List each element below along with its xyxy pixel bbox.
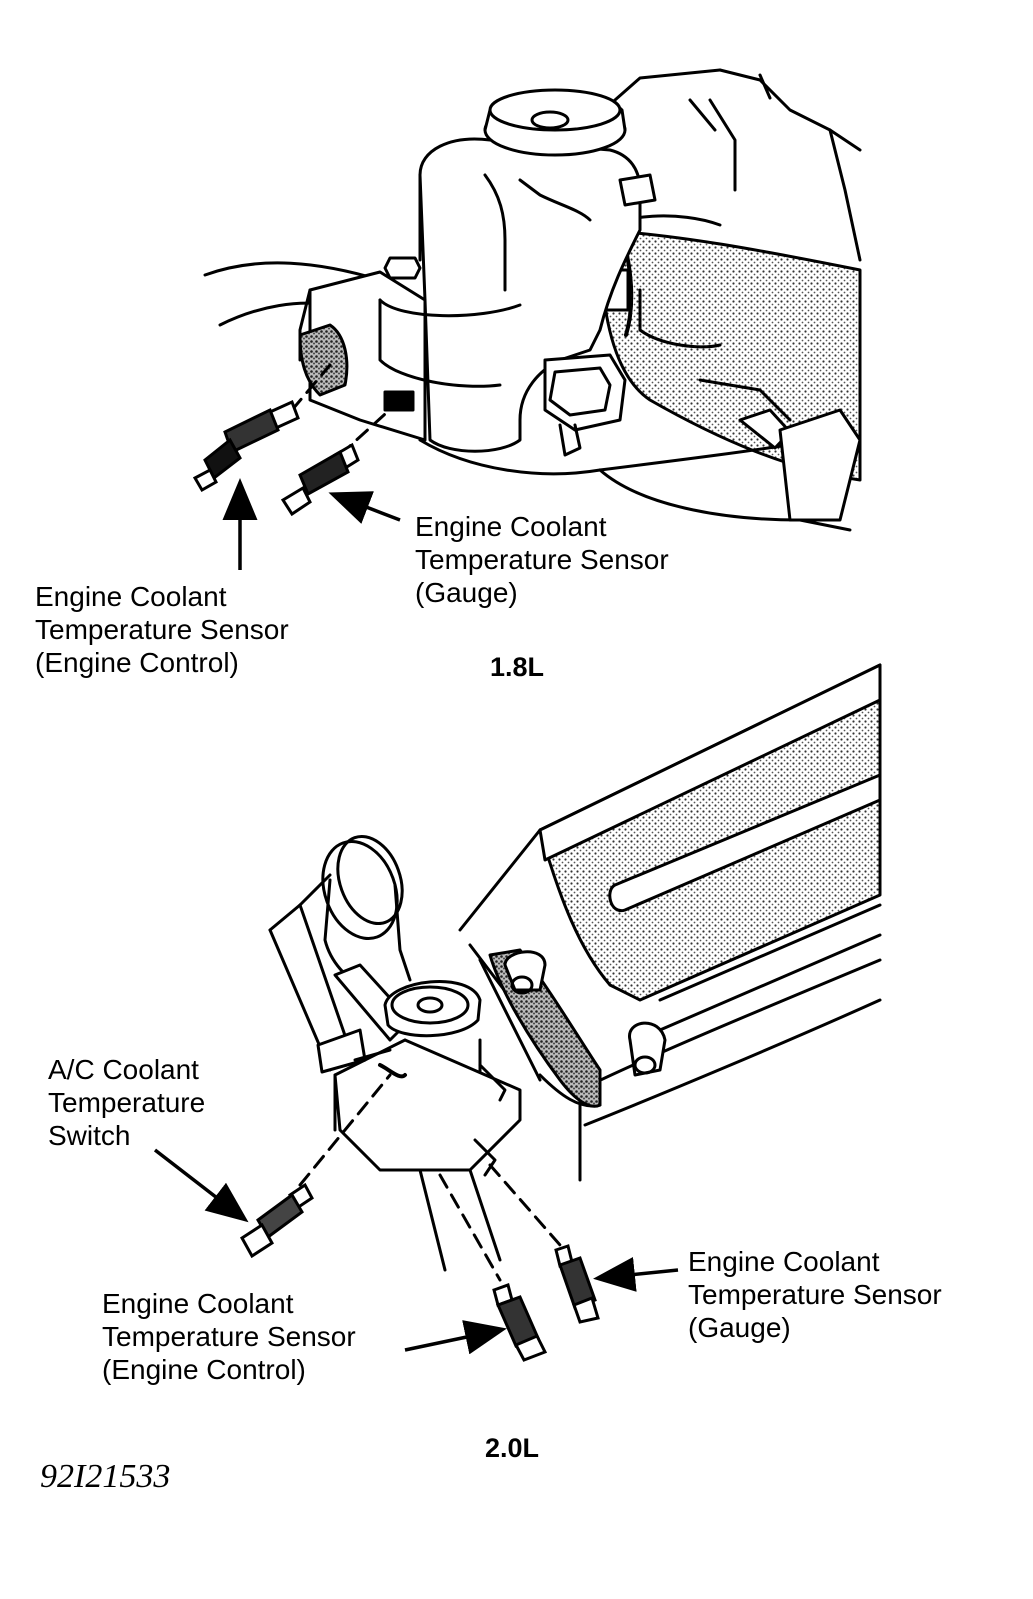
label-line: Engine Coolant <box>35 581 227 612</box>
label-line: (Gauge) <box>688 1312 791 1343</box>
label-ect-engine-control-1-8l: Engine Coolant Temperature Sensor (Engin… <box>35 580 289 679</box>
label-line: Engine Coolant <box>102 1288 294 1319</box>
label-line: Temperature <box>48 1087 206 1118</box>
arrow-ect-gauge-1-8l <box>328 491 401 524</box>
arrow-ect-gauge-2-0l <box>593 1257 679 1292</box>
label-line: (Engine Control) <box>35 647 239 678</box>
label-ac-switch: A/C Coolant Temperature Switch <box>48 1053 205 1152</box>
engine-2-0l-illustration <box>268 663 882 1282</box>
label-ect-gauge-1-8l: Engine Coolant Temperature Sensor (Gauge… <box>415 510 669 609</box>
label-line: (Engine Control) <box>102 1354 306 1385</box>
label-line: Temperature Sensor <box>688 1279 942 1310</box>
label-line: Switch <box>48 1120 131 1151</box>
arrow-ac-switch <box>153 1148 249 1223</box>
engine-1-8l-illustration <box>203 68 862 532</box>
ect-sensor-gauge-2-0l <box>554 1244 600 1324</box>
label-ect-engine-control-2-0l: Engine Coolant Temperature Sensor (Engin… <box>102 1287 356 1386</box>
label-ect-gauge-2-0l: Engine Coolant Temperature Sensor (Gauge… <box>688 1245 942 1344</box>
label-line: Temperature Sensor <box>35 614 289 645</box>
engine-title-1-8l: 1.8L <box>490 652 545 682</box>
figure-id: 92I21533 <box>40 1458 171 1495</box>
arrow-ect-engine-control-2-0l <box>404 1320 507 1355</box>
label-line: Temperature Sensor <box>102 1321 356 1352</box>
ect-sensor-gauge-1-8l <box>280 442 360 517</box>
label-line: (Gauge) <box>415 577 518 608</box>
label-line: Engine Coolant <box>688 1246 880 1277</box>
label-line: A/C Coolant <box>48 1054 199 1085</box>
label-line: Temperature Sensor <box>415 544 669 575</box>
label-line: Engine Coolant <box>415 511 607 542</box>
ect-sensor-engine-control-1-8l <box>192 399 300 493</box>
ac-coolant-temperature-switch <box>240 1182 314 1259</box>
engine-title-2-0l: 2.0L <box>485 1433 540 1463</box>
ect-sensor-engine-control-2-0l <box>492 1283 548 1362</box>
